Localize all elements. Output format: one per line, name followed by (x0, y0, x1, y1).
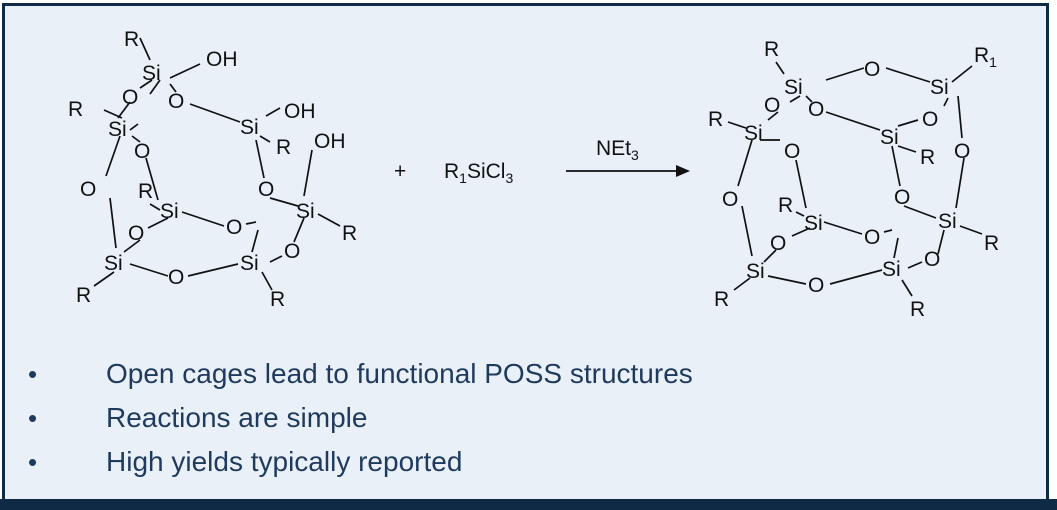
content-panel (2, 3, 1049, 508)
o-atom: O (784, 140, 800, 163)
r-group: R (342, 222, 357, 245)
bullet-dot-icon: • (28, 359, 38, 389)
r-group: R (984, 232, 999, 255)
o-atom: O (168, 90, 184, 113)
bullet-dot-icon: • (28, 403, 38, 433)
o-atom: O (284, 240, 300, 263)
o-atom: O (894, 186, 910, 209)
o-atom: O (864, 58, 880, 81)
bullet-text: Reactions are simple (106, 402, 368, 433)
o-atom: O (722, 188, 738, 211)
si-atom: Si (882, 258, 901, 281)
arrow-label: NEt3 (596, 137, 639, 163)
o-atom: O (128, 222, 144, 245)
bullet-text: High yields typically reported (106, 446, 463, 477)
o-atom: O (168, 266, 184, 289)
oh-group: OH (284, 100, 316, 123)
r-group: R (138, 180, 153, 203)
o-atom: O (922, 108, 938, 131)
si-atom: Si (744, 122, 763, 145)
r-group: R (714, 288, 729, 311)
r1-group: R1 (974, 44, 997, 70)
o-atom: O (924, 248, 940, 271)
oh-group: OH (314, 130, 346, 153)
reaction-scheme: Si R OH O O R Si O Si OH R OH O O R Si O… (68, 28, 999, 321)
o-atom: O (808, 98, 824, 121)
r-group: R (270, 288, 285, 311)
reactant-structure: Si R OH O O R Si O Si OH R OH O O R Si O… (68, 28, 357, 311)
si-atom: Si (104, 252, 123, 275)
si-atom: Si (296, 200, 315, 223)
o-atom: O (122, 86, 138, 109)
si-atom: Si (746, 260, 765, 283)
r-group: R (910, 298, 925, 321)
plus-sign: + (394, 160, 406, 183)
bullet-text: Open cages lead to functional POSS struc… (106, 358, 693, 389)
o-atom: O (258, 178, 274, 201)
si-atom: Si (804, 212, 823, 235)
si-atom: Si (240, 252, 259, 275)
r-group: R (708, 108, 723, 131)
si-atom: Si (938, 210, 957, 233)
si-atom: Si (142, 62, 161, 85)
o-atom: O (226, 216, 242, 239)
bottom-bar (0, 499, 1057, 510)
o-atom: O (134, 140, 150, 163)
reagent-formula: R1SiCl3 (444, 160, 513, 186)
o-atom: O (80, 178, 96, 201)
si-atom: Si (784, 76, 803, 99)
r-group: R (76, 284, 91, 307)
product-structure: R Si O Si R1 O O O R Si Si O R O O O R S… (708, 38, 999, 321)
o-atom: O (864, 226, 880, 249)
bullet-dot-icon: • (28, 447, 38, 477)
si-atom: Si (108, 118, 127, 141)
o-atom: O (954, 140, 970, 163)
si-atom: Si (930, 76, 949, 99)
o-atom: O (764, 94, 780, 117)
si-atom: Si (160, 200, 179, 223)
r-group: R (68, 98, 83, 121)
si-atom: Si (880, 126, 899, 149)
si-atom: Si (240, 116, 259, 139)
r-group: R (920, 146, 935, 169)
r-group: R (778, 194, 793, 217)
r-group: R (764, 38, 779, 61)
r-group: R (276, 136, 291, 159)
reaction-arrow (566, 165, 690, 177)
r-group: R (124, 28, 139, 51)
o-atom: O (770, 232, 786, 255)
o-atom: O (808, 274, 824, 297)
oh-group: OH (206, 48, 238, 71)
